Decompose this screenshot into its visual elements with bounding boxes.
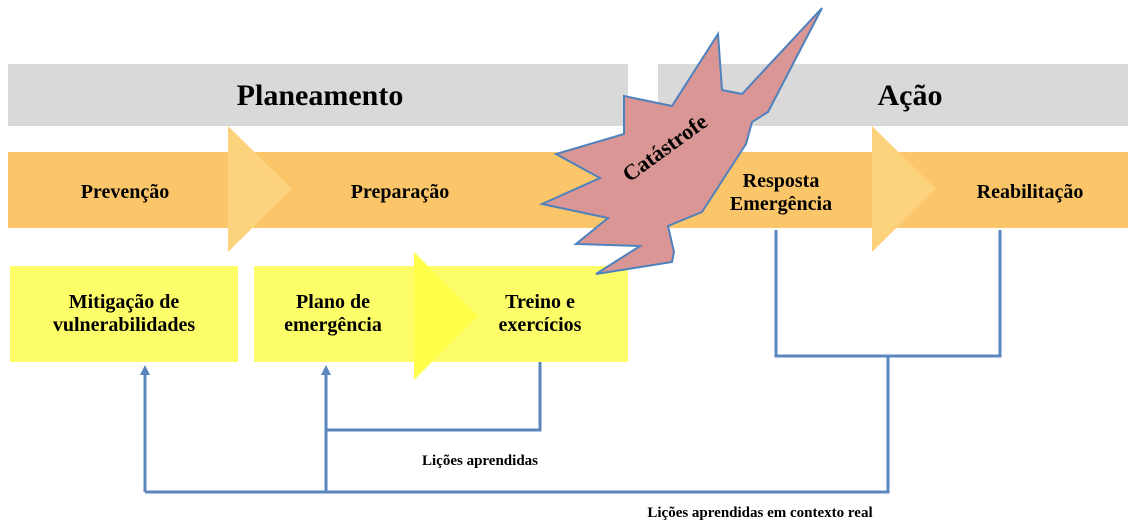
mitigation-activity-label: Mitigação de vulnerabilidades bbox=[14, 278, 234, 350]
plan-text-line1: Plano de bbox=[296, 291, 370, 313]
mitigation-text-line2: vulnerabilidades bbox=[52, 314, 196, 336]
response-to-rehabilitation-arrow bbox=[872, 126, 936, 252]
feedback-lines bbox=[140, 230, 1002, 494]
mitigation-box bbox=[10, 266, 238, 362]
response-stage-label: Resposta Emergência bbox=[706, 163, 856, 223]
lessons-learned-real-label: Lições aprendidas em contexto real bbox=[570, 502, 950, 526]
training-activity-label: Treino e exercícios bbox=[460, 278, 620, 350]
prevention-stage-label: Prevenção bbox=[40, 166, 210, 218]
planning-phase-title: Planeamento bbox=[170, 68, 470, 124]
prevention-to-preparation-arrow bbox=[228, 126, 292, 252]
training-text-line2: exercícios bbox=[498, 314, 582, 336]
prevention-text: Prevenção bbox=[80, 180, 170, 203]
stage-band bbox=[8, 152, 1128, 228]
response-text-line2: Emergência bbox=[729, 193, 833, 215]
preparation-stage-label: Preparação bbox=[310, 166, 490, 218]
preparation-text: Preparação bbox=[350, 180, 450, 203]
rehabilitation-text: Reabilitação bbox=[976, 180, 1084, 203]
lessons-learned-text: Lições aprendidas bbox=[422, 453, 538, 470]
plan-to-training-arrow bbox=[414, 252, 478, 380]
plan-text-line2: emergência bbox=[284, 314, 382, 336]
training-text-line1: Treino e bbox=[505, 291, 575, 313]
plan-activity-label: Plano de emergência bbox=[258, 278, 408, 350]
mitigation-text-line1: Mitigação de bbox=[68, 291, 180, 313]
lessons-learned-real-text: Lições aprendidas em contexto real bbox=[647, 505, 873, 522]
planning-phase-text: Planeamento bbox=[236, 78, 404, 112]
action-phase-title: Ação bbox=[800, 68, 1020, 124]
lessons-learned-label: Lições aprendidas bbox=[360, 450, 600, 474]
rehabilitation-stage-label: Reabilitação bbox=[950, 166, 1110, 218]
action-feedback-loop bbox=[774, 230, 1002, 358]
real-context-feedback-line bbox=[145, 356, 890, 494]
response-text-line1: Resposta bbox=[742, 170, 820, 192]
catastrophe-burst bbox=[538, 7, 823, 275]
training-feedback-line bbox=[326, 362, 542, 432]
planning-phase-bar bbox=[8, 64, 628, 126]
action-phase-text: Ação bbox=[877, 78, 943, 112]
